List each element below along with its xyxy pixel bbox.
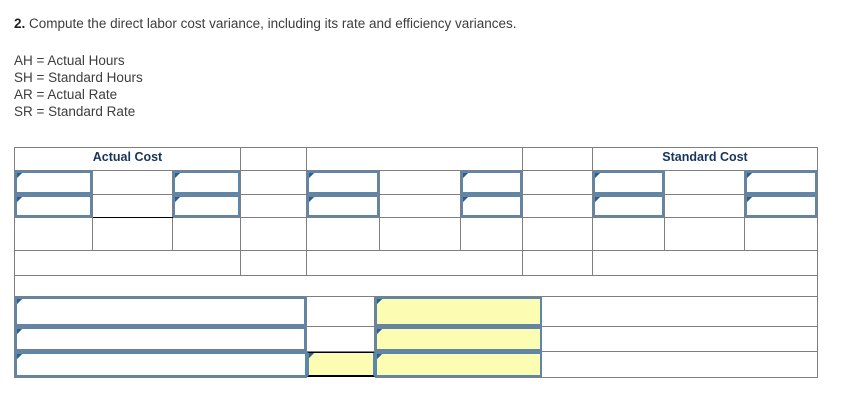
spacer-right-row2: [522, 194, 594, 218]
input-standard-hours-1[interactable]: [593, 171, 665, 194]
operator-cell-standard-2: [664, 194, 746, 218]
worksheet-variance-row: [14, 250, 819, 276]
header-standard-cost: Standard Cost: [592, 147, 819, 171]
header-spacer-right: [522, 147, 594, 171]
spacer-right-row1: [522, 170, 594, 195]
variance-label-middle: [306, 250, 523, 276]
input-actual-hours-1[interactable]: [15, 171, 92, 194]
answer-result-field-2[interactable]: [375, 327, 542, 351]
legend-line-ah: AH = Actual Hours: [14, 53, 125, 68]
input-standard-rate-2[interactable]: [745, 195, 818, 217]
answer-result-field-1[interactable]: [375, 297, 542, 326]
answer-result-field-3[interactable]: [374, 352, 542, 377]
answer-row-1: [14, 296, 818, 327]
operator-cell-middle-2: [379, 194, 461, 218]
spacer-right-row3: [522, 217, 594, 251]
variance-label-right: [592, 250, 819, 276]
input-middle-right-1[interactable]: [461, 171, 523, 194]
answer-row-2: [14, 326, 818, 352]
operator-cell-actual-1: [92, 170, 173, 195]
operator-cell-standard-1: [664, 170, 746, 195]
operator-cell-middle-1: [379, 170, 461, 195]
answer-label-field-2[interactable]: [15, 327, 306, 351]
spacer-left-row3: [240, 217, 307, 251]
input-standard-rate-1[interactable]: [745, 171, 818, 194]
variance-yellow-right[interactable]: [522, 250, 594, 276]
input-standard-hours-2[interactable]: [593, 195, 665, 217]
question-number: 2.: [14, 16, 26, 31]
header-actual-cost: Actual Cost: [14, 147, 241, 171]
input-actual-rate-1[interactable]: [173, 171, 240, 194]
worksheet-blank-row: [13, 275, 819, 299]
result-cell-middle-left: [306, 217, 380, 251]
result-cell-standard-left: [592, 217, 666, 251]
question-text: Compute the direct labor cost variance, …: [29, 16, 517, 31]
answer-label-field-1[interactable]: [15, 297, 306, 326]
answer-row-3: [14, 351, 818, 378]
header-middle-blank: [305, 147, 524, 171]
result-cell-standard-right: [744, 217, 819, 251]
abbreviation-legend: AH = Actual Hours SH = Standard Hours AR…: [14, 52, 143, 120]
variance-yellow-left[interactable]: [240, 250, 307, 276]
input-actual-rate-2[interactable]: [173, 195, 240, 217]
question-prompt: 2. Compute the direct labor cost varianc…: [14, 16, 517, 32]
result-cell-middle-mid: [379, 217, 461, 251]
header-spacer-left: [240, 147, 307, 171]
spacer-left-row2: [240, 194, 307, 218]
result-cell-actual-right: [172, 217, 241, 251]
answer-label-field-3[interactable]: [15, 352, 307, 377]
result-cell-standard-mid: [664, 217, 746, 251]
worksheet-result-row: [14, 217, 819, 251]
worksheet-input-row-2: [14, 194, 819, 218]
input-middle-right-2[interactable]: [461, 195, 523, 217]
answer-amount-yellow-1[interactable]: [306, 296, 375, 327]
legend-line-ar: AR = Actual Rate: [14, 87, 118, 102]
answer-empty-cell-2: [541, 326, 818, 352]
input-actual-hours-2[interactable]: [15, 195, 92, 217]
result-cell-middle-right: [459, 217, 524, 251]
variance-worksheet-table: Actual Cost Standard Cost: [13, 147, 819, 299]
operator-cell-actual-2: [92, 194, 173, 218]
variance-label-left: [14, 250, 241, 276]
input-middle-left-1[interactable]: [307, 171, 379, 194]
blank-row-cell: [13, 275, 819, 299]
input-middle-left-2[interactable]: [307, 195, 379, 217]
worksheet-header-row: Actual Cost Standard Cost: [14, 147, 819, 171]
answer-empty-cell-1: [541, 296, 818, 327]
variance-answer-table: [14, 296, 818, 378]
result-cell-actual-mid: [92, 217, 173, 251]
answer-empty-cell-3: [541, 351, 818, 378]
legend-line-sr: SR = Standard Rate: [14, 104, 136, 119]
worksheet-input-row-1: [14, 170, 819, 195]
legend-line-sh: SH = Standard Hours: [14, 70, 143, 85]
answer-amount-field-3-selected[interactable]: [306, 352, 375, 377]
result-cell-actual-left: [14, 217, 93, 251]
spacer-left-row1: [240, 170, 307, 195]
answer-amount-yellow-2[interactable]: [306, 326, 375, 352]
